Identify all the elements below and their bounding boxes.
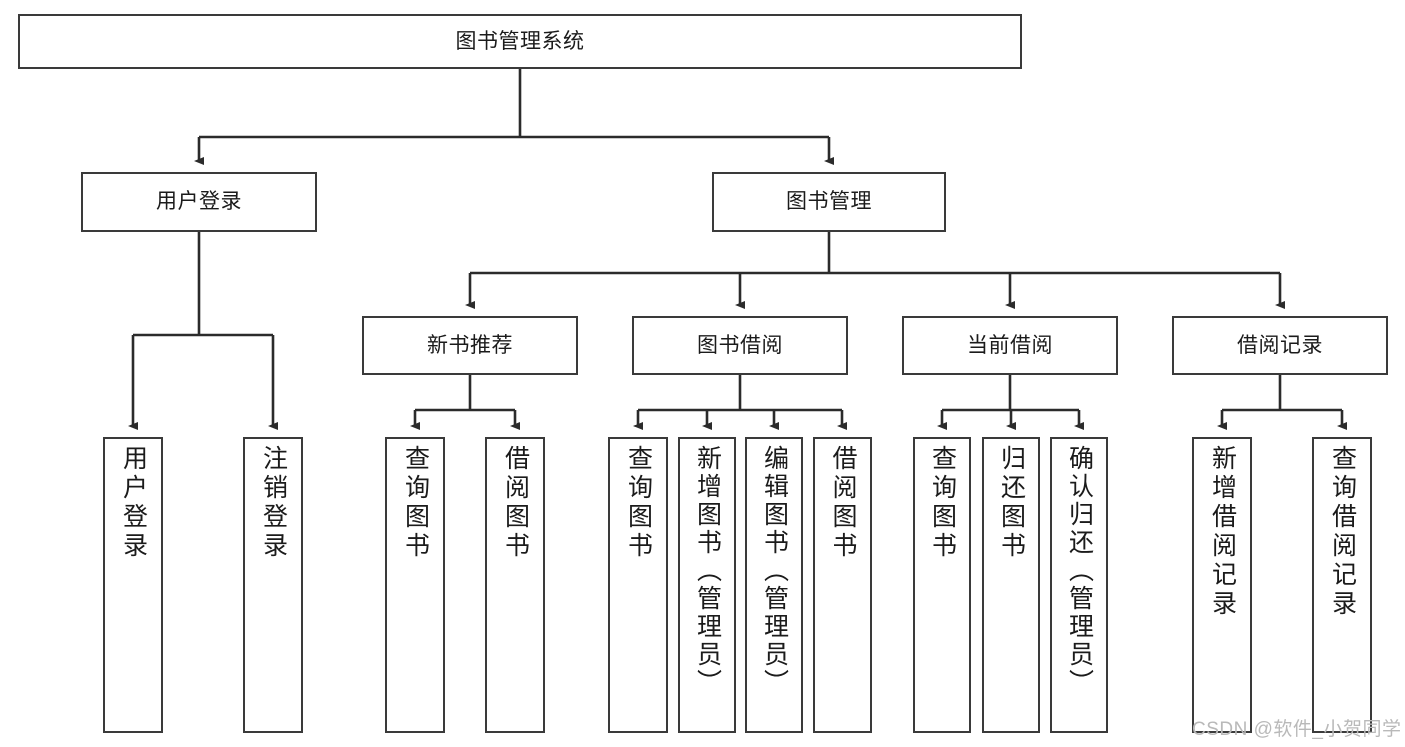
node-label: 用户登录: [119, 445, 148, 561]
leaf-node-leaf-user-logout[interactable]: 注销登录: [243, 437, 303, 733]
node-label: 查询图书: [624, 445, 653, 561]
leaf-node-leaf-user-login[interactable]: 用户登录: [103, 437, 163, 733]
node-label: 确认归还（管理员）: [1065, 445, 1094, 697]
node-label: 借阅记录: [1237, 333, 1323, 357]
node-label: 图书管理系统: [455, 29, 585, 53]
leaf-node-leaf-edit-book-admin[interactable]: 编辑图书（管理员）: [745, 437, 803, 733]
leaf-node-leaf-return-book[interactable]: 归还图书: [982, 437, 1040, 733]
node-label: 查询图书: [401, 445, 430, 561]
csdn-watermark: CSDN @软件_小贺同学: [1192, 719, 1402, 740]
level2-node-borrow-record[interactable]: 借阅记录: [1172, 316, 1388, 375]
node-label: 用户登录: [156, 190, 242, 214]
leaf-node-leaf-query-book-1[interactable]: 查询图书: [385, 437, 445, 733]
level2-node-current-borrow[interactable]: 当前借阅: [902, 316, 1118, 375]
leaf-node-leaf-query-borrow-record[interactable]: 查询借阅记录: [1312, 437, 1372, 733]
node-label: 编辑图书（管理员）: [760, 445, 789, 697]
leaf-node-leaf-query-book-3[interactable]: 查询图书: [913, 437, 971, 733]
leaf-node-leaf-borrow-book-1[interactable]: 借阅图书: [485, 437, 545, 733]
leaf-node-leaf-add-borrow-record[interactable]: 新增借阅记录: [1192, 437, 1252, 733]
node-label: 归还图书: [997, 445, 1026, 561]
level1-node-book-management[interactable]: 图书管理: [712, 172, 946, 232]
root-node-root[interactable]: 图书管理系统: [18, 14, 1022, 69]
level2-node-new-book-recommend[interactable]: 新书推荐: [362, 316, 578, 375]
node-label: 图书管理: [786, 190, 872, 214]
leaf-node-leaf-query-book-2[interactable]: 查询图书: [608, 437, 668, 733]
node-label: 新书推荐: [427, 333, 513, 357]
node-label: 借阅图书: [829, 445, 857, 561]
level1-node-user-login[interactable]: 用户登录: [81, 172, 317, 232]
node-label: 查询图书: [928, 445, 957, 561]
leaf-node-leaf-borrow-book-2[interactable]: 借阅图书: [813, 437, 872, 733]
node-label: 新增借阅记录: [1208, 445, 1237, 619]
node-label: 查询借阅记录: [1328, 445, 1357, 619]
leaf-node-leaf-add-book-admin[interactable]: 新增图书（管理员）: [678, 437, 736, 733]
leaf-node-leaf-confirm-return-admin[interactable]: 确认归还（管理员）: [1050, 437, 1108, 733]
level2-node-book-borrow[interactable]: 图书借阅: [632, 316, 848, 375]
node-label: 注销登录: [259, 445, 288, 561]
node-label: 图书借阅: [697, 333, 783, 357]
node-label: 当前借阅: [967, 333, 1053, 357]
node-label: 新增图书（管理员）: [693, 445, 722, 697]
node-label: 借阅图书: [501, 445, 530, 561]
